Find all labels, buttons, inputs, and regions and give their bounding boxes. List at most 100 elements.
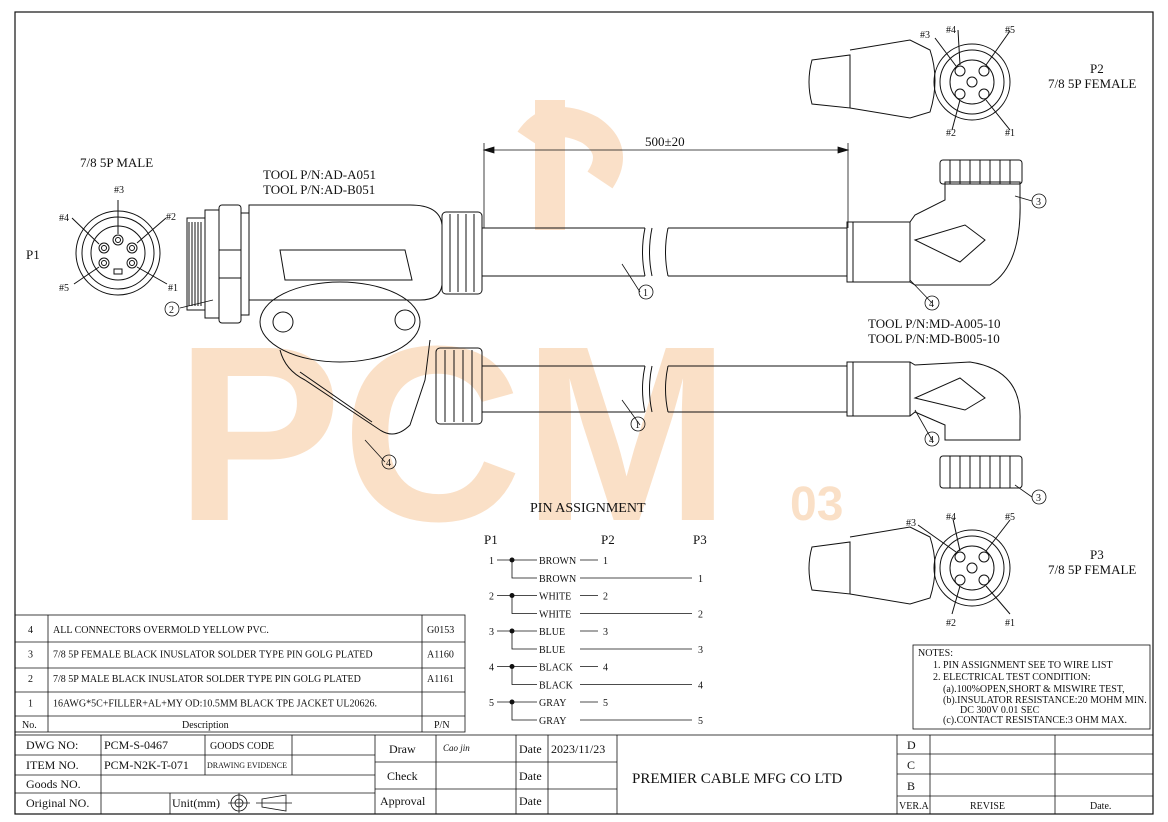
bom-no: 4 [28, 625, 33, 636]
watermark-arrow [517, 100, 623, 230]
bom-rows: 4 ALL CONNECTORS OVERMOLD YELLOW PVC. G015… [28, 625, 454, 710]
notes-box [912, 644, 1151, 730]
pin-p3-number: 4 [698, 681, 703, 692]
date-column-label: Date. [1090, 801, 1111, 812]
bom-header-pn: P/N [434, 720, 450, 731]
bom-header-description: Description [182, 720, 229, 731]
pin-p3-number: 1 [698, 574, 703, 585]
p1-pin3-label: #3 [114, 185, 124, 196]
p3-description: 7/8 5P FEMALE [1048, 562, 1136, 577]
check-label: Check [387, 769, 418, 783]
watermark-text: PCM [175, 294, 731, 573]
bom-table [14, 614, 466, 733]
ver-label: VER.A [899, 801, 930, 812]
callout-4-b: 4 [929, 435, 934, 446]
p3-connector-face [808, 518, 1011, 615]
rev-row-b: B [907, 779, 915, 793]
p2-name: P2 [1090, 61, 1104, 76]
revise-label: REVISE [970, 801, 1005, 812]
p3-pin1-label: #1 [1005, 618, 1015, 629]
bom-description: 7/8 5P FEMALE BLACK INUSLATOR SOLDER TYP… [53, 650, 373, 661]
p2-connector-face [808, 29, 1011, 131]
p1-pin2-label: #2 [166, 212, 176, 223]
draw-date-label: Date [519, 742, 542, 756]
p2-pin3-label: #3 [920, 30, 930, 41]
goods-code-label: GOODS CODE [210, 741, 274, 752]
length-dimension [482, 143, 850, 228]
tool-md-a-label: TOOL P/N:MD-A005-10 [868, 316, 1001, 331]
pin-p2-number: 1 [603, 556, 608, 567]
pin-header-p1: P1 [484, 532, 498, 547]
bom-no: 2 [28, 674, 33, 685]
pin-p1-number: 4 [489, 663, 494, 674]
pin-p1-number: 1 [489, 556, 494, 567]
pin-color-p2: WHITE [539, 592, 571, 603]
pin-p3-number: 3 [698, 645, 703, 656]
tool-a051-label: TOOL P/N:AD-A051 [263, 167, 376, 182]
pin-color-p2: BROWN [539, 556, 576, 567]
bom-no: 1 [28, 699, 33, 710]
item-no-label: ITEM NO. [26, 758, 79, 772]
pin-p1-number: 3 [489, 627, 494, 638]
p1-pin4-label: #4 [59, 213, 69, 224]
note-line-3: (a).100%OPEN,SHORT & MISWIRE TEST, [943, 684, 1125, 695]
pin-header-p3: P3 [693, 532, 707, 547]
approval-date-label: Date [519, 794, 542, 808]
pin-assignment-title: PIN ASSIGNMENT [530, 501, 646, 516]
pin-branch [511, 595, 537, 614]
pin-branch [511, 702, 537, 721]
draw-date-value: 2023/11/23 [551, 742, 605, 756]
pin-color-p3: BLACK [539, 681, 574, 692]
p3-name: P3 [1090, 547, 1104, 562]
p1-connector-face [71, 200, 168, 296]
pin-branch [511, 666, 537, 685]
bom-pn: A1161 [427, 674, 454, 685]
callout-1-a: 1 [643, 288, 648, 299]
pin-color-p2: BLACK [539, 663, 574, 674]
p3-pin3-label: #3 [906, 518, 916, 529]
p3-right-angle-connector [846, 361, 1023, 489]
note-line-5: DC 300V 0.01 SEC [960, 705, 1040, 716]
p1-name: P1 [26, 247, 40, 262]
unit-label: Unit(mm) [172, 796, 220, 810]
pin-branch [511, 631, 537, 650]
pin-color-p3: WHITE [539, 610, 571, 621]
pin-p3-number: 2 [698, 610, 703, 621]
p1-pin5-label: #5 [59, 283, 69, 294]
p2-pin5-label: #5 [1005, 25, 1015, 36]
pin-color-p2: GRAY [539, 698, 566, 709]
callout-4-c: 4 [386, 458, 391, 469]
note-line-6: (c).CONTACT RESISTANCE:3 OHM MAX. [943, 715, 1127, 726]
bom-row: 4 ALL CONNECTORS OVERMOLD YELLOW PVC. G015… [28, 625, 454, 636]
callouts [164, 193, 1047, 505]
pin-branch [511, 560, 537, 579]
note-line-2: 2. ELECTRICAL TEST CONDITION: [933, 672, 1091, 683]
bom-description: ALL CONNECTORS OVERMOLD YELLOW PVC. [53, 625, 269, 636]
bom-pn: G0153 [427, 625, 454, 636]
p3-pin5-label: #5 [1005, 512, 1015, 523]
bom-header-no: No. [22, 720, 37, 731]
pin-color-p3: GRAY [539, 716, 566, 727]
rev-row-c: C [907, 758, 915, 772]
pin-p1-number: 5 [489, 698, 494, 709]
callout-2-a: 2 [169, 305, 174, 316]
draw-label: Draw [389, 742, 416, 756]
y-splitter-overmold [186, 204, 483, 435]
p2-pin2-label: #2 [946, 128, 956, 139]
draw-signature: Cao jin [443, 743, 470, 753]
p3-pin2-label: #2 [946, 618, 956, 629]
note-line-1: 1. PIN ASSIGNMENT SEE TO WIRE LIST [933, 660, 1113, 671]
tool-b051-label: TOOL P/N:AD-B051 [263, 182, 375, 197]
projection-symbol-icon [228, 793, 292, 813]
callout-4-a: 4 [929, 299, 934, 310]
p1-description: 7/8 5P MALE [80, 155, 153, 170]
title-block-grid [14, 734, 1154, 815]
cables [482, 227, 847, 413]
item-no-value: PCM-N2K-T-071 [104, 758, 189, 772]
